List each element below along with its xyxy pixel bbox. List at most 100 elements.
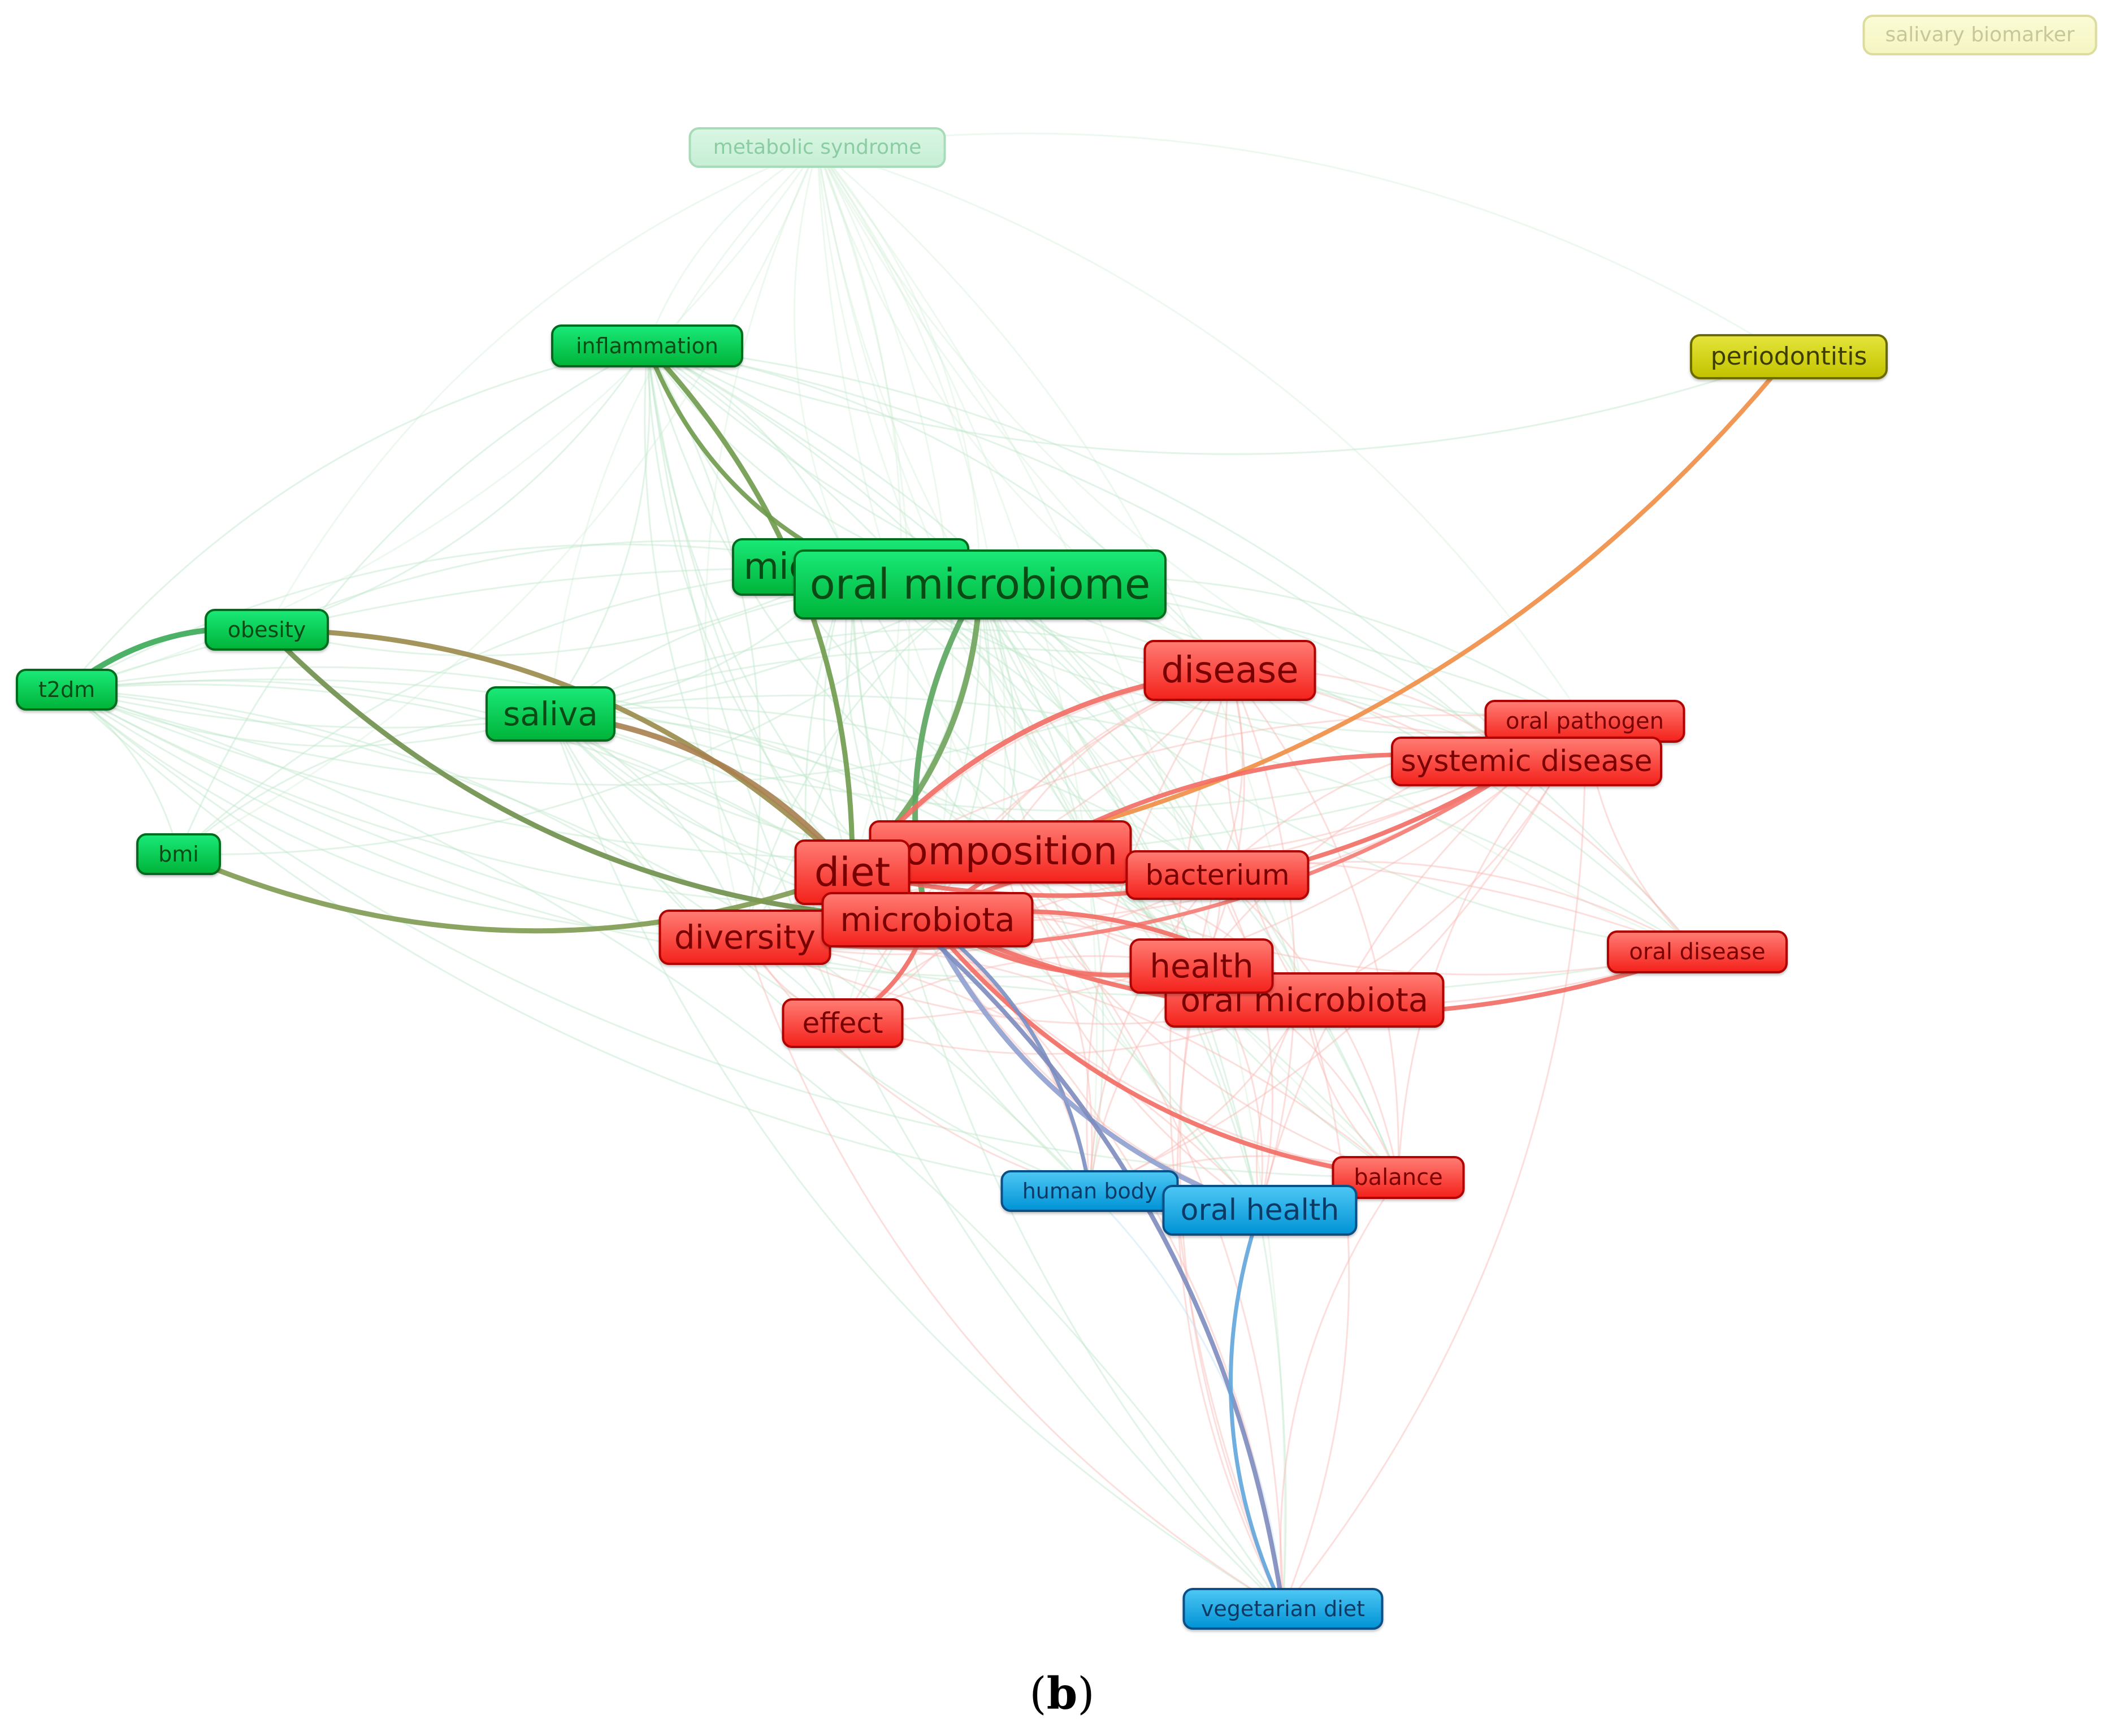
faint-link xyxy=(744,937,1284,1610)
node-label: disease xyxy=(1161,650,1299,691)
faint-link xyxy=(646,345,1305,1001)
faint-link xyxy=(549,146,818,715)
faint-link xyxy=(1282,721,1586,1609)
node-disease[interactable]: disease xyxy=(1143,640,1316,701)
node-label: salivary biomarker xyxy=(1885,23,2075,46)
faint-link xyxy=(66,689,1527,860)
faint-link xyxy=(1200,670,1245,967)
node-label: human body xyxy=(1022,1179,1158,1203)
faint-link xyxy=(842,584,982,1024)
faint-link xyxy=(66,689,745,938)
faint-link xyxy=(816,147,1007,852)
faint-link xyxy=(266,345,648,631)
faint-link xyxy=(66,345,648,690)
faint-link xyxy=(926,919,1399,1179)
faint-link xyxy=(1176,966,1284,1609)
node-inflammation[interactable]: inflammation xyxy=(551,324,743,367)
faint-link xyxy=(66,679,853,873)
node-label: balance xyxy=(1354,1164,1443,1190)
figure-caption: (b) xyxy=(1029,1668,1094,1720)
faint-link xyxy=(979,583,1698,953)
node-label: diversity xyxy=(674,918,816,956)
node-effect[interactable]: effect xyxy=(782,998,904,1048)
faint-link xyxy=(1229,670,1399,1178)
faint-link xyxy=(549,345,651,715)
faint-link xyxy=(979,584,1399,1179)
faint-link xyxy=(816,147,1286,1609)
faint-link xyxy=(744,566,853,938)
node-label: bmi xyxy=(158,842,199,867)
faint-link xyxy=(1169,670,1284,1609)
node-systemic-disease[interactable]: systemic disease xyxy=(1391,737,1662,786)
faint-link xyxy=(646,345,1001,853)
node-label: obesity xyxy=(227,617,306,642)
faint-link xyxy=(849,566,1284,1610)
faint-link xyxy=(549,713,1090,1192)
node-health[interactable]: health xyxy=(1129,938,1274,994)
node-label: oral microbiome xyxy=(809,560,1151,609)
link-balance-microbiota xyxy=(925,917,1401,1180)
caption-letter: b xyxy=(1046,1668,1078,1720)
node-label: vegetarian diet xyxy=(1200,1596,1366,1621)
node-oral-disease[interactable]: oral disease xyxy=(1607,930,1788,973)
caption-open-paren: ( xyxy=(1029,1668,1047,1720)
faint-link xyxy=(979,584,1261,1211)
faint-link xyxy=(816,147,981,585)
faint-link xyxy=(266,566,851,657)
node-vegetarian-diet[interactable]: vegetarian diet xyxy=(1182,1588,1384,1630)
node-t2dm[interactable]: t2dm xyxy=(16,669,118,711)
faint-link xyxy=(842,669,1230,1024)
faint-link xyxy=(647,345,852,568)
faint-link xyxy=(744,937,1090,1192)
faint-link xyxy=(816,147,1098,1192)
faint-link xyxy=(66,689,551,747)
faint-link xyxy=(1259,720,1585,1211)
node-label: inflammation xyxy=(576,334,718,358)
faint-link xyxy=(647,345,1698,953)
faint-link xyxy=(177,345,648,855)
faint-link xyxy=(979,584,1218,876)
faint-link xyxy=(1282,999,1350,1609)
faint-link xyxy=(646,146,818,347)
node-human-body[interactable]: human body xyxy=(1000,1170,1179,1212)
node-bmi[interactable]: bmi xyxy=(136,833,221,875)
faint-link xyxy=(817,146,1586,722)
faint-link xyxy=(817,132,1789,358)
faint-link xyxy=(850,566,1399,1178)
faint-link xyxy=(1000,851,1698,976)
node-periodontitis[interactable]: periodontitis xyxy=(1690,334,1888,379)
node-microbiota[interactable]: microbiota xyxy=(821,892,1034,947)
faint-link xyxy=(816,147,1527,763)
faint-link xyxy=(550,713,1202,967)
faint-link xyxy=(793,147,852,568)
link-oral_pathogen-diversity xyxy=(743,719,1587,950)
link-bmi-diet xyxy=(176,851,855,934)
node-label: oral pathogen xyxy=(1505,708,1664,734)
node-bacterium[interactable]: bacterium xyxy=(1125,850,1310,900)
caption-close-paren: ) xyxy=(1077,1668,1095,1720)
node-metabolic-syndrome[interactable]: metabolic syndrome xyxy=(688,127,946,168)
node-label: oral disease xyxy=(1629,939,1766,965)
node-saliva[interactable]: saliva xyxy=(486,686,615,742)
node-oral-pathogen[interactable]: oral pathogen xyxy=(1484,700,1685,743)
node-label: oral health xyxy=(1180,1193,1340,1227)
node-oral-health[interactable]: oral health xyxy=(1162,1185,1358,1236)
node-oral-microbiome[interactable]: oral microbiome xyxy=(794,549,1167,620)
faint-link xyxy=(647,345,1528,763)
faint-link xyxy=(178,147,818,855)
faint-link xyxy=(979,584,1016,852)
node-label: periodontitis xyxy=(1710,342,1867,371)
link-vegetarian_diet-oral_health xyxy=(1229,1208,1285,1611)
node-salivary-biomarker[interactable]: salivary biomarker xyxy=(1862,15,2097,55)
faint-link xyxy=(704,147,818,938)
faint-link xyxy=(816,147,902,873)
faint-link xyxy=(549,713,843,1024)
faint-link xyxy=(549,713,1284,1610)
node-obesity[interactable]: obesity xyxy=(205,609,329,651)
node-diversity[interactable]: diversity xyxy=(658,910,831,965)
faint-link xyxy=(646,345,853,873)
faint-link xyxy=(999,851,1399,1179)
node-composition[interactable]: composition xyxy=(869,820,1132,884)
faint-link xyxy=(66,689,180,855)
